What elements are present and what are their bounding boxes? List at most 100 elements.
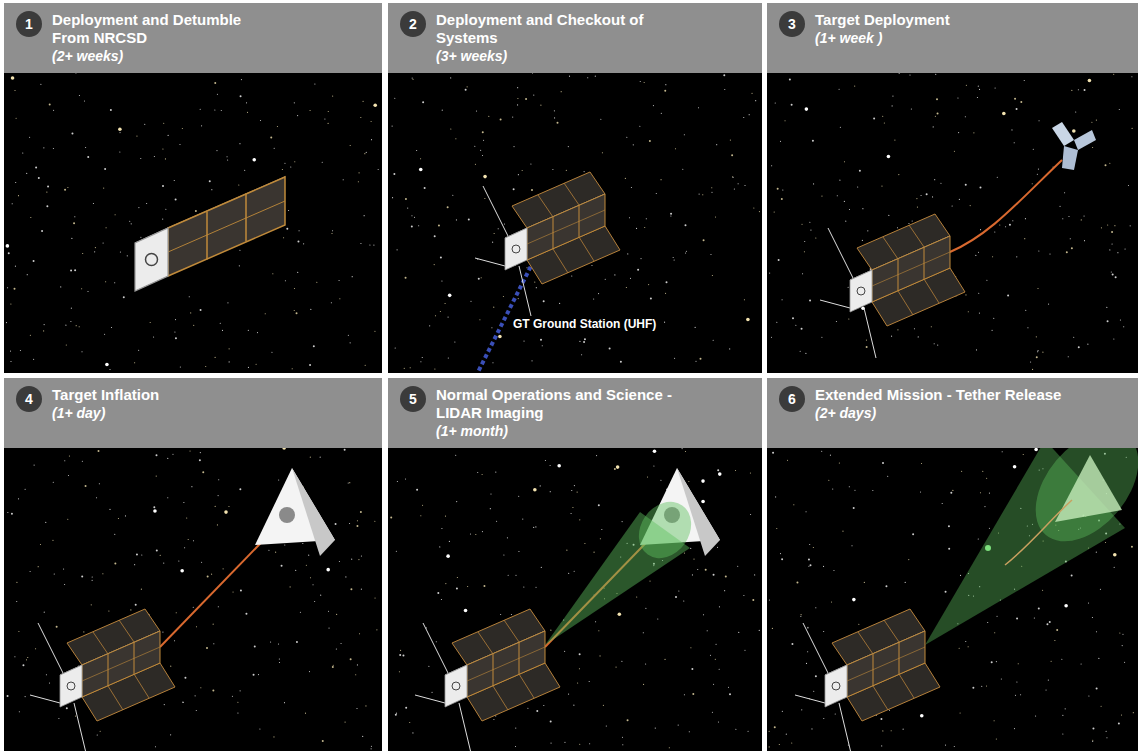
illustration-part [470, 533, 471, 534]
illustration-part [290, 166, 291, 167]
illustration-part [620, 361, 622, 363]
illustration-part [336, 648, 337, 649]
illustration-part [541, 567, 542, 568]
illustration-part [183, 502, 184, 503]
illustration-part [281, 565, 283, 567]
illustration-part [566, 550, 567, 551]
illustration-part [631, 187, 632, 188]
illustration-part [596, 455, 597, 456]
illustration-part [1025, 218, 1026, 219]
illustration-part [279, 658, 280, 659]
illustration-part [44, 612, 45, 613]
illustration-part [973, 132, 974, 133]
illustration-part [402, 655, 404, 657]
illustration-part [221, 110, 222, 111]
illustration-part [310, 309, 311, 310]
illustration-part [892, 105, 893, 106]
illustration-part [278, 479, 279, 480]
illustration-part [103, 242, 104, 243]
illustration-part [717, 469, 719, 471]
illustration-part [310, 110, 311, 111]
illustration-part [247, 112, 248, 113]
illustration-part [394, 98, 395, 99]
illustration-part [889, 710, 890, 711]
illustration-part [647, 476, 648, 477]
illustration-part [614, 274, 615, 275]
illustration-part [948, 525, 950, 527]
illustration-part [594, 552, 595, 553]
illustration-part [180, 569, 184, 573]
illustration-part [167, 458, 168, 459]
illustration-part [1038, 350, 1039, 351]
illustration-part [1036, 336, 1037, 337]
illustration-part [58, 718, 59, 719]
illustration-part [703, 239, 705, 241]
illustration-part [961, 471, 962, 472]
illustration-part [1011, 129, 1012, 130]
illustration-part [202, 471, 204, 473]
illustration-part [350, 588, 352, 590]
illustration-part [81, 351, 82, 352]
illustration-part [1118, 722, 1120, 724]
illustration-part [574, 485, 575, 486]
illustration-part [854, 86, 855, 87]
illustration-part [653, 105, 654, 106]
illustration-part [557, 464, 561, 468]
illustration-part [533, 488, 537, 492]
illustration-part [284, 702, 285, 703]
illustration-part [441, 280, 442, 281]
illustration-part [358, 559, 359, 560]
illustration-part [690, 548, 691, 549]
illustration-part [297, 272, 298, 273]
illustration-part [807, 651, 808, 652]
illustration-part [29, 137, 30, 138]
illustration-part [701, 479, 705, 483]
illustration-part [127, 255, 128, 256]
illustration-part [772, 452, 774, 454]
illustration-part [989, 528, 990, 529]
illustration-part [674, 259, 675, 260]
illustration-part [994, 632, 995, 633]
illustration-part [1071, 247, 1073, 249]
illustration-part [807, 627, 808, 628]
illustration-part [294, 102, 295, 103]
illustration-part [282, 169, 283, 170]
illustration-part [511, 614, 512, 615]
illustration-part [16, 582, 17, 583]
illustration-part [1130, 225, 1131, 226]
illustration-part [371, 748, 372, 749]
illustration-part [482, 474, 483, 475]
released-target [1055, 455, 1122, 522]
illustration-part [103, 188, 104, 189]
number-slot: 5 [400, 386, 426, 412]
phase-header: 1Deployment and Detumble From NRCSD(2+ w… [4, 3, 382, 73]
illustration-part [189, 296, 190, 297]
illustration-part [994, 231, 995, 232]
illustration-part [446, 554, 450, 558]
illustration-part [237, 712, 238, 713]
step-circle: 2 [400, 11, 426, 37]
illustration-part [738, 632, 739, 633]
illustration-part [359, 633, 360, 634]
illustration-part [309, 671, 310, 672]
illustration-part [700, 358, 702, 360]
illustration-part [805, 353, 806, 354]
illustration-part [1088, 602, 1089, 603]
illustration-part [645, 663, 646, 664]
illustration-part [257, 332, 258, 333]
illustration-part [705, 569, 707, 571]
illustration-part [937, 345, 938, 346]
illustration-part [170, 666, 171, 667]
illustration-part [1045, 689, 1046, 690]
illustration-part [743, 117, 744, 118]
illustration-part [364, 215, 365, 216]
illustration-part [1020, 694, 1021, 695]
illustration-part [186, 517, 187, 518]
illustration-part [482, 531, 483, 532]
panel-background [388, 378, 762, 751]
illustration-part [595, 76, 596, 77]
illustration-part [920, 714, 924, 718]
illustration-part [420, 158, 421, 159]
illustration-part [339, 561, 340, 562]
step-number: 4 [25, 392, 33, 406]
